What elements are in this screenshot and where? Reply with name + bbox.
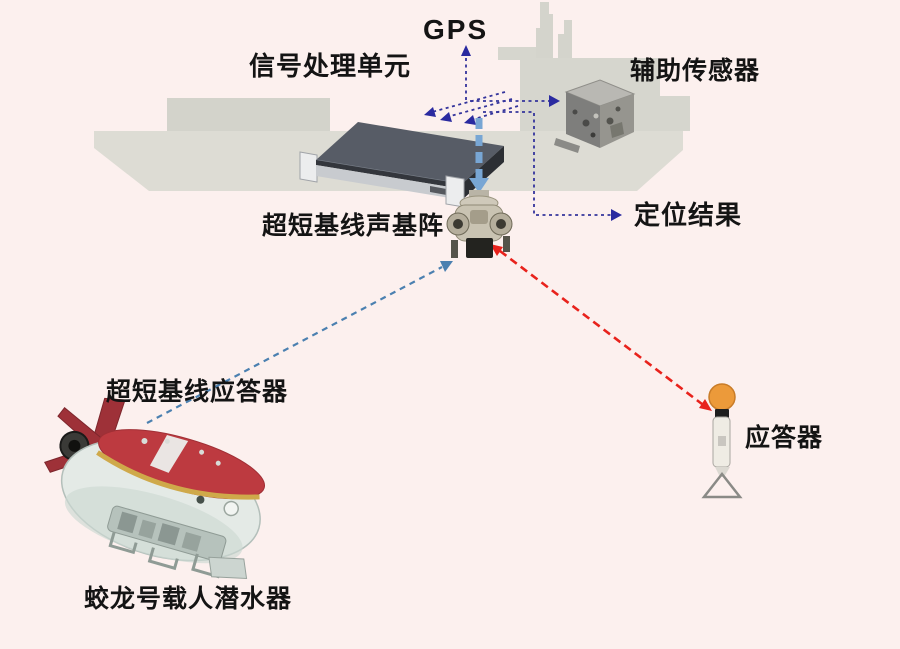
usbl-transducer-icon [446, 190, 513, 258]
gps-label: GPS [423, 14, 489, 45]
ship-roof-ledge [498, 47, 540, 60]
sub-fitting [215, 460, 221, 466]
ship-superstructure-step [660, 96, 690, 131]
sub-white-band [149, 434, 189, 473]
transponder-link-line [499, 249, 703, 406]
sub-yellow-stripe [96, 450, 260, 500]
sub-skid [147, 547, 179, 571]
transponder-body-mark [718, 436, 726, 446]
fan-line-1 [431, 91, 506, 113]
usbl-foot-left [451, 240, 458, 258]
transponder-float-ball [708, 383, 736, 411]
transponder-label: 应答器 [745, 424, 824, 452]
ship-funnel-tall [536, 2, 553, 58]
sub-nose-window [223, 500, 239, 517]
sub-fitting [141, 438, 148, 445]
usbl-center-plate [470, 210, 488, 224]
sensor-arrowhead-icon [549, 95, 560, 107]
ship-deckhouse-left [167, 98, 330, 131]
sensor-detail [615, 106, 621, 112]
usbl-foot-right [503, 236, 510, 252]
usbl-lobe-right-core [496, 219, 506, 229]
transponder-link-arrowhead-down-icon [699, 399, 712, 411]
usbl-lobe-left-core [453, 219, 463, 229]
cable-arrowheads [424, 45, 622, 221]
fan-line-2 [446, 98, 513, 118]
fan-arrowhead-icon [424, 107, 436, 117]
sub-fitting [199, 449, 205, 455]
downlink-arrowhead-icon [469, 178, 489, 193]
submersible-icon [44, 397, 266, 579]
positioning-arrowhead-icon [611, 209, 622, 221]
aux-sensor-label: 辅助传感器 [630, 57, 761, 85]
submersible-label: 蛟龙号载人潜水器 [84, 585, 293, 613]
transponder-tripod [701, 471, 743, 499]
usbl-array-label: 超短基线声基阵 [262, 212, 445, 240]
submersible-link-arrowhead-icon [440, 261, 453, 272]
rack-front-face [316, 165, 462, 200]
transponder-taper [715, 467, 730, 477]
submersible-link-line [146, 266, 443, 424]
rack-top-face [316, 122, 504, 184]
fan-arrowhead-icon [440, 112, 452, 122]
sensor-side [600, 94, 634, 148]
rack-ear-left [299, 151, 318, 183]
usbl-transponder-label: 超短基线应答器 [106, 378, 289, 406]
cable-network [431, 52, 612, 216]
gps-arrowhead-icon [461, 45, 471, 56]
sub-machinery-box [117, 511, 138, 534]
sub-skid [108, 531, 138, 555]
sub-machinery-box [138, 519, 157, 539]
sensor-detail [593, 113, 599, 119]
acoustic-link-submersible [146, 261, 453, 424]
sensor-bracket [610, 122, 624, 138]
sensor-detail [590, 132, 596, 138]
sub-front-flap [208, 556, 248, 579]
sensor-detail [606, 117, 614, 125]
fan-arrowhead-icon [464, 115, 476, 125]
acoustic-link-transponder [490, 244, 712, 411]
sub-machinery-box [181, 531, 202, 552]
sensor-detail [582, 119, 590, 127]
usbl-stem [469, 190, 489, 200]
sub-porthole [196, 495, 205, 504]
usbl-black-box [466, 238, 493, 258]
fan-line-3 [470, 105, 519, 121]
ship-funnel-short [558, 20, 572, 58]
sub-fitting [164, 438, 170, 444]
sensor-cube-icon [554, 79, 636, 153]
positioning-result-label: 定位结果 [634, 200, 743, 230]
array-downlink-arrow [469, 118, 489, 193]
transponder-collar [715, 409, 729, 418]
sub-machinery-box [157, 523, 180, 546]
transponder-icon [701, 383, 743, 499]
sensor-detail [572, 109, 578, 115]
transponder-link-arrowhead-up-icon [490, 244, 503, 256]
sensor-cylinder [554, 138, 580, 153]
signal-unit-label: 信号处理单元 [249, 51, 412, 81]
sub-propeller-core [68, 439, 81, 452]
rack-front-stripe [316, 160, 462, 189]
rack-right-face [462, 146, 504, 200]
rack-processor-icon [299, 122, 504, 208]
